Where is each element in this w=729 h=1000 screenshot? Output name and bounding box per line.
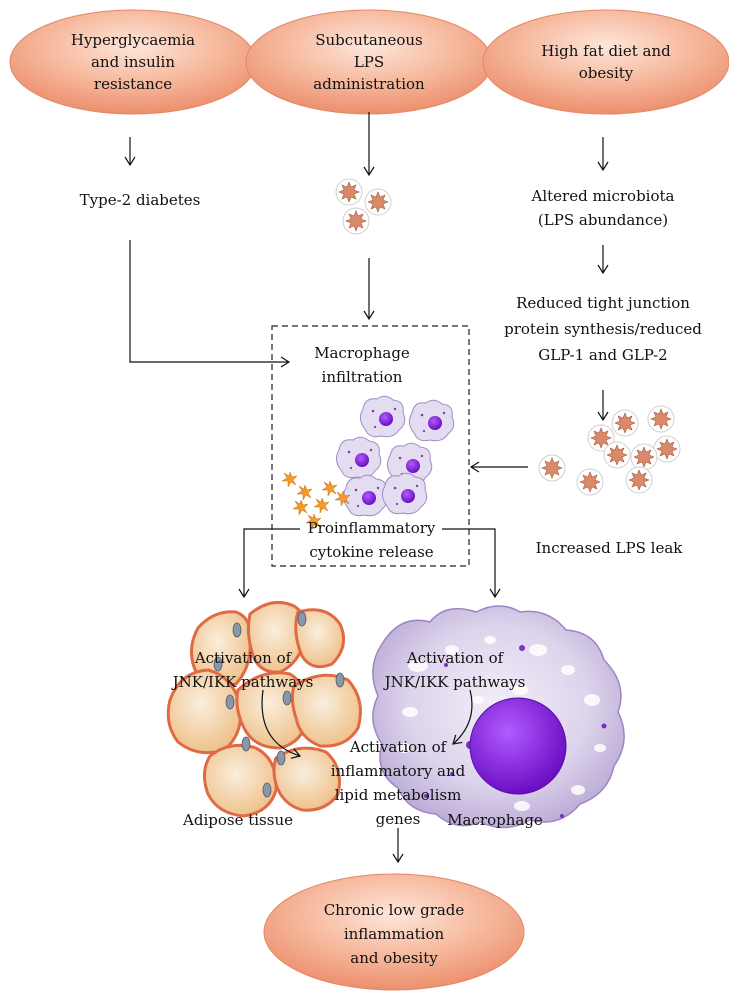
cytokine-release-label: Proinflammatory cytokine release [299,516,444,564]
genes-line: genes [375,810,421,828]
lps-leak-label: Increased LPS leak [535,539,683,557]
outcome-line: Chronic low grade [323,901,465,919]
tight-junction-line: GLP-1 and GLP-2 [538,346,668,364]
cause-hyperglycaemia-line: and insulin [90,53,176,71]
adipose-tissue-label: Adipose tissue [183,811,293,829]
arrow-cytokine-to-macrophage [442,528,501,599]
macrophage-illustration [372,605,625,829]
adipose-activation-line: JNK/IKK pathways [172,673,314,691]
infiltrating-macrophages [335,395,455,517]
cause-oval-diet [482,9,729,115]
genes-line: Activation of [349,738,447,756]
macrophage-activation-line: Activation of [406,649,504,667]
macrophage-infiltration-line: infiltration [321,368,403,386]
arrow-diabetes-to-box [129,240,291,368]
outcome-text: Chronic low grade inflammation and obesi… [304,898,484,970]
cause-diet-line: High fat diet and [541,42,671,60]
genes-line: lipid metabolism [334,786,462,804]
arrow-adipose-activation-to-genes [261,689,302,759]
outcome-line: inflammation [343,925,445,943]
cause-diet-text: High fat diet and obesity [516,40,696,84]
cause-lps-line: Subcutaneous [315,31,423,49]
cause-hyperglycaemia-line: resistance [93,75,173,93]
tight-junction-label: Reduced tight junction protein synthesis… [493,290,713,368]
adipose-activation-line: Activation of [194,649,292,667]
macrophage-activation-line: JNK/IKK pathways [384,673,526,691]
macrophage-activation-label: Activation of JNK/IKK pathways [375,646,535,694]
microbiota-label: Altered microbiota (LPS abundance) [513,184,693,232]
adipose-activation-label: Activation of JNK/IKK pathways [163,646,323,694]
cause-lps-text: Subcutaneous LPS administration [279,29,459,95]
cause-lps-line: administration [313,75,425,93]
lps-particles-subcutaneous [335,178,392,235]
outcome-oval [263,873,525,991]
macrophage-label: Macrophage [447,811,543,829]
arrow-macrophage-activation-to-genes [452,689,473,745]
genes-label: Activation of inflammatory and lipid met… [318,735,478,831]
adipose-tissue-illustration [166,600,362,818]
cause-hyperglycaemia-line: Hyperglycaemia [70,31,196,49]
cause-lps-line: LPS [353,53,385,71]
adipose-nuclei [213,611,345,798]
cause-diet-line: obesity [578,64,634,82]
lps-particles-leak [538,405,681,496]
tight-junction-line: Reduced tight junction [516,294,690,312]
cause-hyperglycaemia-text: Hyperglycaemia and insulin resistance [43,29,223,95]
macrophage-infiltration-label: Macrophage infiltration [292,341,432,389]
tight-junction-line: protein synthesis/reduced [504,320,702,338]
outcome-line: and obesity [350,949,438,967]
cytokine-release-line: cytokine release [309,543,434,561]
macrophage-infiltration-box [271,325,470,567]
type2-diabetes-label: Type-2 diabetes [79,191,201,209]
microbiota-line: (LPS abundance) [537,211,669,229]
cytokine-release-line: Proinflammatory [307,519,436,537]
arrow-cytokine-to-adipose [238,528,300,599]
macrophage-infiltration-line: Macrophage [314,344,410,362]
genes-line: inflammatory and [330,762,466,780]
microbiota-line: Altered microbiota [531,187,675,205]
